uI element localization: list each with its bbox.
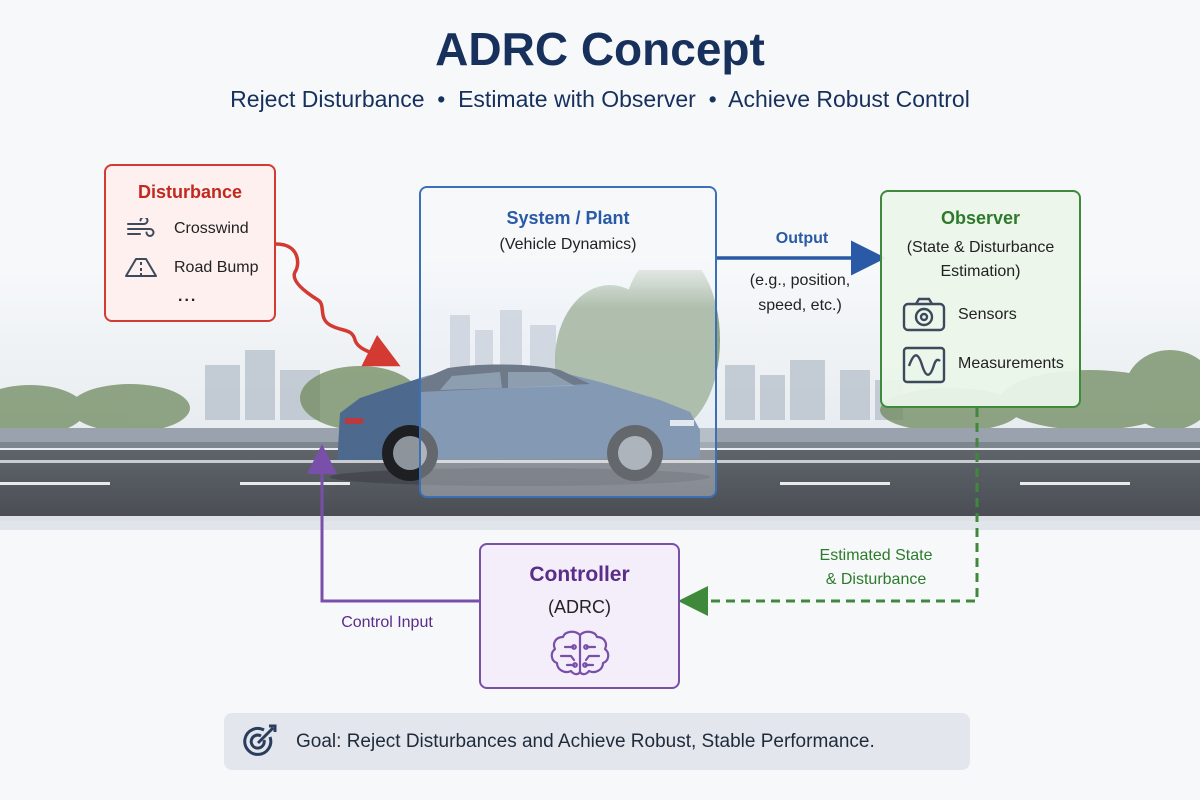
target-icon	[240, 723, 278, 766]
estimated-state-line2: & Disturbance	[825, 571, 927, 588]
disturbance-item-road-bump: Road Bump	[174, 259, 259, 276]
output-note-line1: (e.g., position,	[749, 272, 851, 289]
goal-text: Goal: Reject Disturbances and Achieve Ro…	[296, 731, 875, 752]
controller-box: Controller (ADRC)	[479, 543, 680, 689]
controller-title: Controller	[529, 563, 630, 586]
observer-item-measurements: Measurements	[958, 355, 1064, 372]
output-note-line2: speed, etc.)	[758, 297, 842, 314]
estimated-state-line1: Estimated State	[819, 547, 933, 564]
wind-icon	[126, 216, 156, 245]
disturbance-box: Disturbance Crosswind Road Bump ...	[104, 164, 276, 322]
brain-icon	[547, 629, 613, 682]
camera-icon	[902, 296, 946, 337]
output-note: (e.g., position, speed, etc.)	[735, 268, 865, 318]
waveform-icon	[902, 346, 946, 389]
observer-subtitle-line2: Estimation)	[940, 263, 1021, 280]
system-plant-box: System / Plant (Vehicle Dynamics)	[419, 186, 717, 498]
observer-item-sensors: Sensors	[958, 306, 1017, 323]
output-label: Output	[775, 230, 829, 247]
controller-subtitle: (ADRC)	[548, 597, 611, 617]
observer-subtitle: (State & Disturbance Estimation)	[882, 236, 1079, 284]
observer-box: Observer (State & Disturbance Estimation…	[880, 190, 1081, 408]
estimated-state-label: Estimated State & Disturbance	[796, 544, 956, 592]
disturbance-item-crosswind: Crosswind	[174, 220, 249, 237]
goal-banner: Goal: Reject Disturbances and Achieve Ro…	[224, 713, 970, 770]
road-bump-icon	[124, 256, 158, 283]
plant-subtitle: (Vehicle Dynamics)	[499, 236, 637, 253]
plant-title: System / Plant	[506, 208, 630, 228]
disturbance-title: Disturbance	[137, 182, 243, 202]
diagram-title: ADRC Concept	[435, 23, 765, 75]
disturbance-more: ...	[178, 288, 198, 305]
diagram-subtitle: Reject Disturbance • Estimate with Obser…	[230, 86, 970, 112]
observer-title: Observer	[940, 208, 1021, 228]
observer-subtitle-line1: (State & Disturbance	[906, 239, 1055, 256]
control-input-label: Control Input	[341, 614, 433, 631]
car-illustration	[330, 364, 710, 486]
